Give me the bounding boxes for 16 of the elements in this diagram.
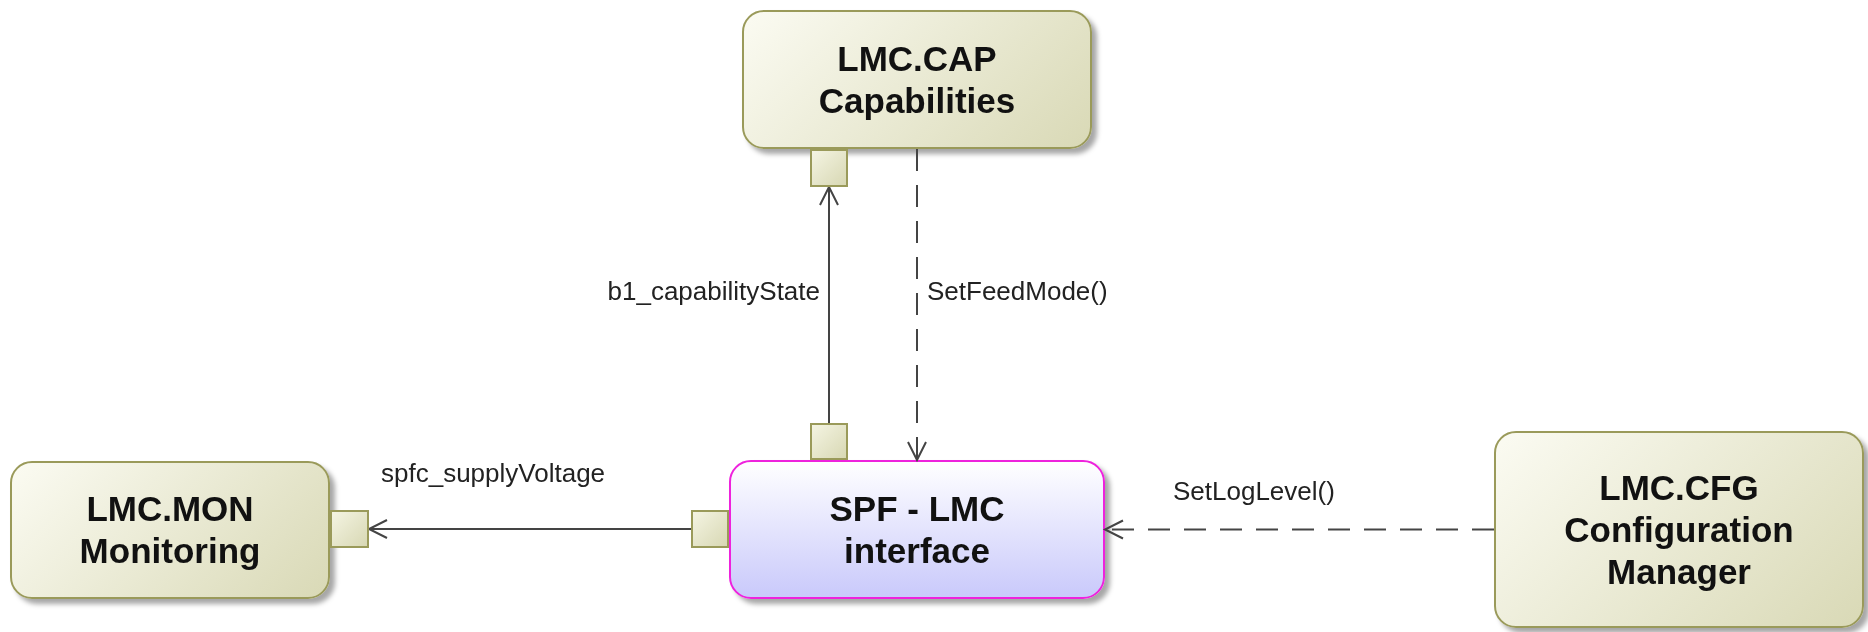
component-box (742, 10, 1092, 149)
port-square (691, 510, 729, 548)
component-name: LMC.CAP Capabilities (817, 37, 1017, 122)
connector-arrow (907, 148, 927, 461)
component-name: SPF - LMC interface (828, 487, 1006, 572)
component-box (10, 461, 330, 599)
port-square (330, 510, 369, 548)
connector-arrow (1104, 519, 1495, 540)
component-box (1494, 431, 1864, 628)
component-name: LMC.CFG Configuration Manager (1563, 466, 1795, 593)
port-square (810, 149, 848, 187)
component-box (729, 460, 1105, 599)
port-square (810, 423, 848, 460)
connector-arrow (368, 519, 692, 539)
connector-arrow (819, 186, 839, 424)
component-name: LMC.MON Monitoring (78, 488, 262, 572)
